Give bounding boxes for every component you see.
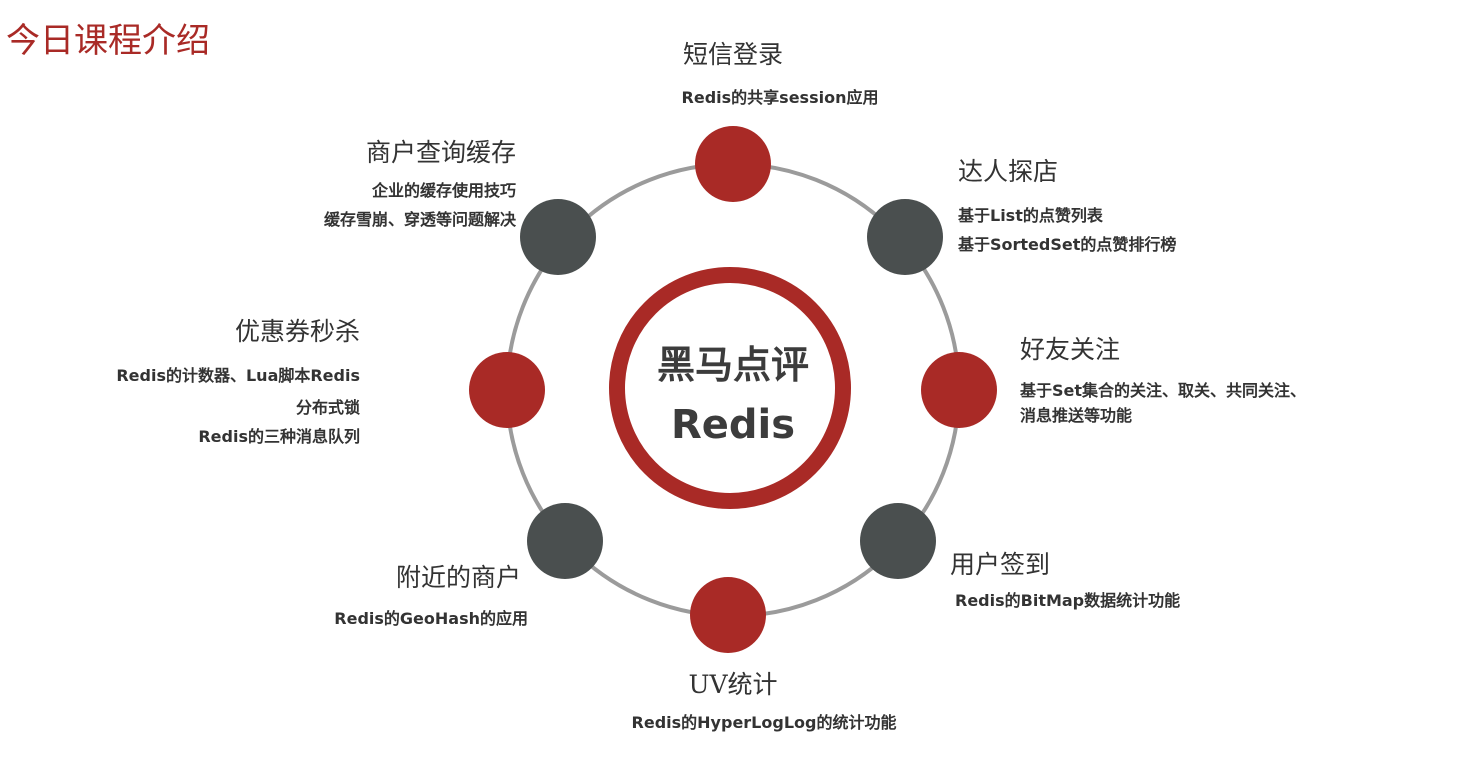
topic-line: 消息推送等功能 xyxy=(1020,406,1133,425)
topic-line: Redis的共享session应用 xyxy=(681,88,879,107)
topic-title-follow: 好友关注 xyxy=(1020,335,1121,364)
page-title: 今日课程介绍 xyxy=(6,21,210,61)
node-sign-in xyxy=(860,503,936,579)
node-nearby xyxy=(527,503,603,579)
topic-line: Redis的BitMap数据统计功能 xyxy=(955,591,1181,610)
center-subtitle: Redis xyxy=(670,402,796,448)
topic-title-expert-shop: 达人探店 xyxy=(958,157,1059,186)
node-sms-login xyxy=(695,126,771,202)
topic-line: Redis的三种消息队列 xyxy=(198,427,360,446)
center-ring xyxy=(609,267,851,509)
topic-line: 缓存雪崩、穿透等问题解决 xyxy=(323,210,516,229)
topic-title-sms-login: 短信登录 xyxy=(682,40,784,69)
topic-title-seckill: 优惠券秒杀 xyxy=(234,317,360,346)
topic-line: Redis的计数器、Lua脚本Redis xyxy=(116,366,360,385)
topic-line: 基于SortedSet的点赞排行榜 xyxy=(958,235,1177,254)
center-title: 黑马点评 xyxy=(656,343,810,387)
topic-title-cache: 商户查询缓存 xyxy=(365,138,516,167)
center-label: 黑马点评 Redis xyxy=(657,335,809,455)
node-cache xyxy=(520,199,596,275)
topic-line: Redis的GeoHash的应用 xyxy=(334,609,528,628)
topic-line: Redis的HyperLogLog的统计功能 xyxy=(631,713,897,732)
topic-line: 分布式锁 xyxy=(295,398,360,417)
topic-line: 基于List的点赞列表 xyxy=(958,206,1103,225)
topic-line: 企业的缓存使用技巧 xyxy=(371,181,516,200)
node-follow xyxy=(921,352,997,428)
topic-title-sign-in: 用户签到 xyxy=(950,550,1051,579)
node-seckill xyxy=(469,352,545,428)
node-expert-shop xyxy=(867,199,943,275)
topic-line: 基于Set集合的关注、取关、共同关注、 xyxy=(1020,381,1307,400)
topic-title-nearby: 附近的商户 xyxy=(395,563,521,592)
node-uv xyxy=(690,577,766,653)
topic-title-uv: UV统计 xyxy=(688,670,778,699)
